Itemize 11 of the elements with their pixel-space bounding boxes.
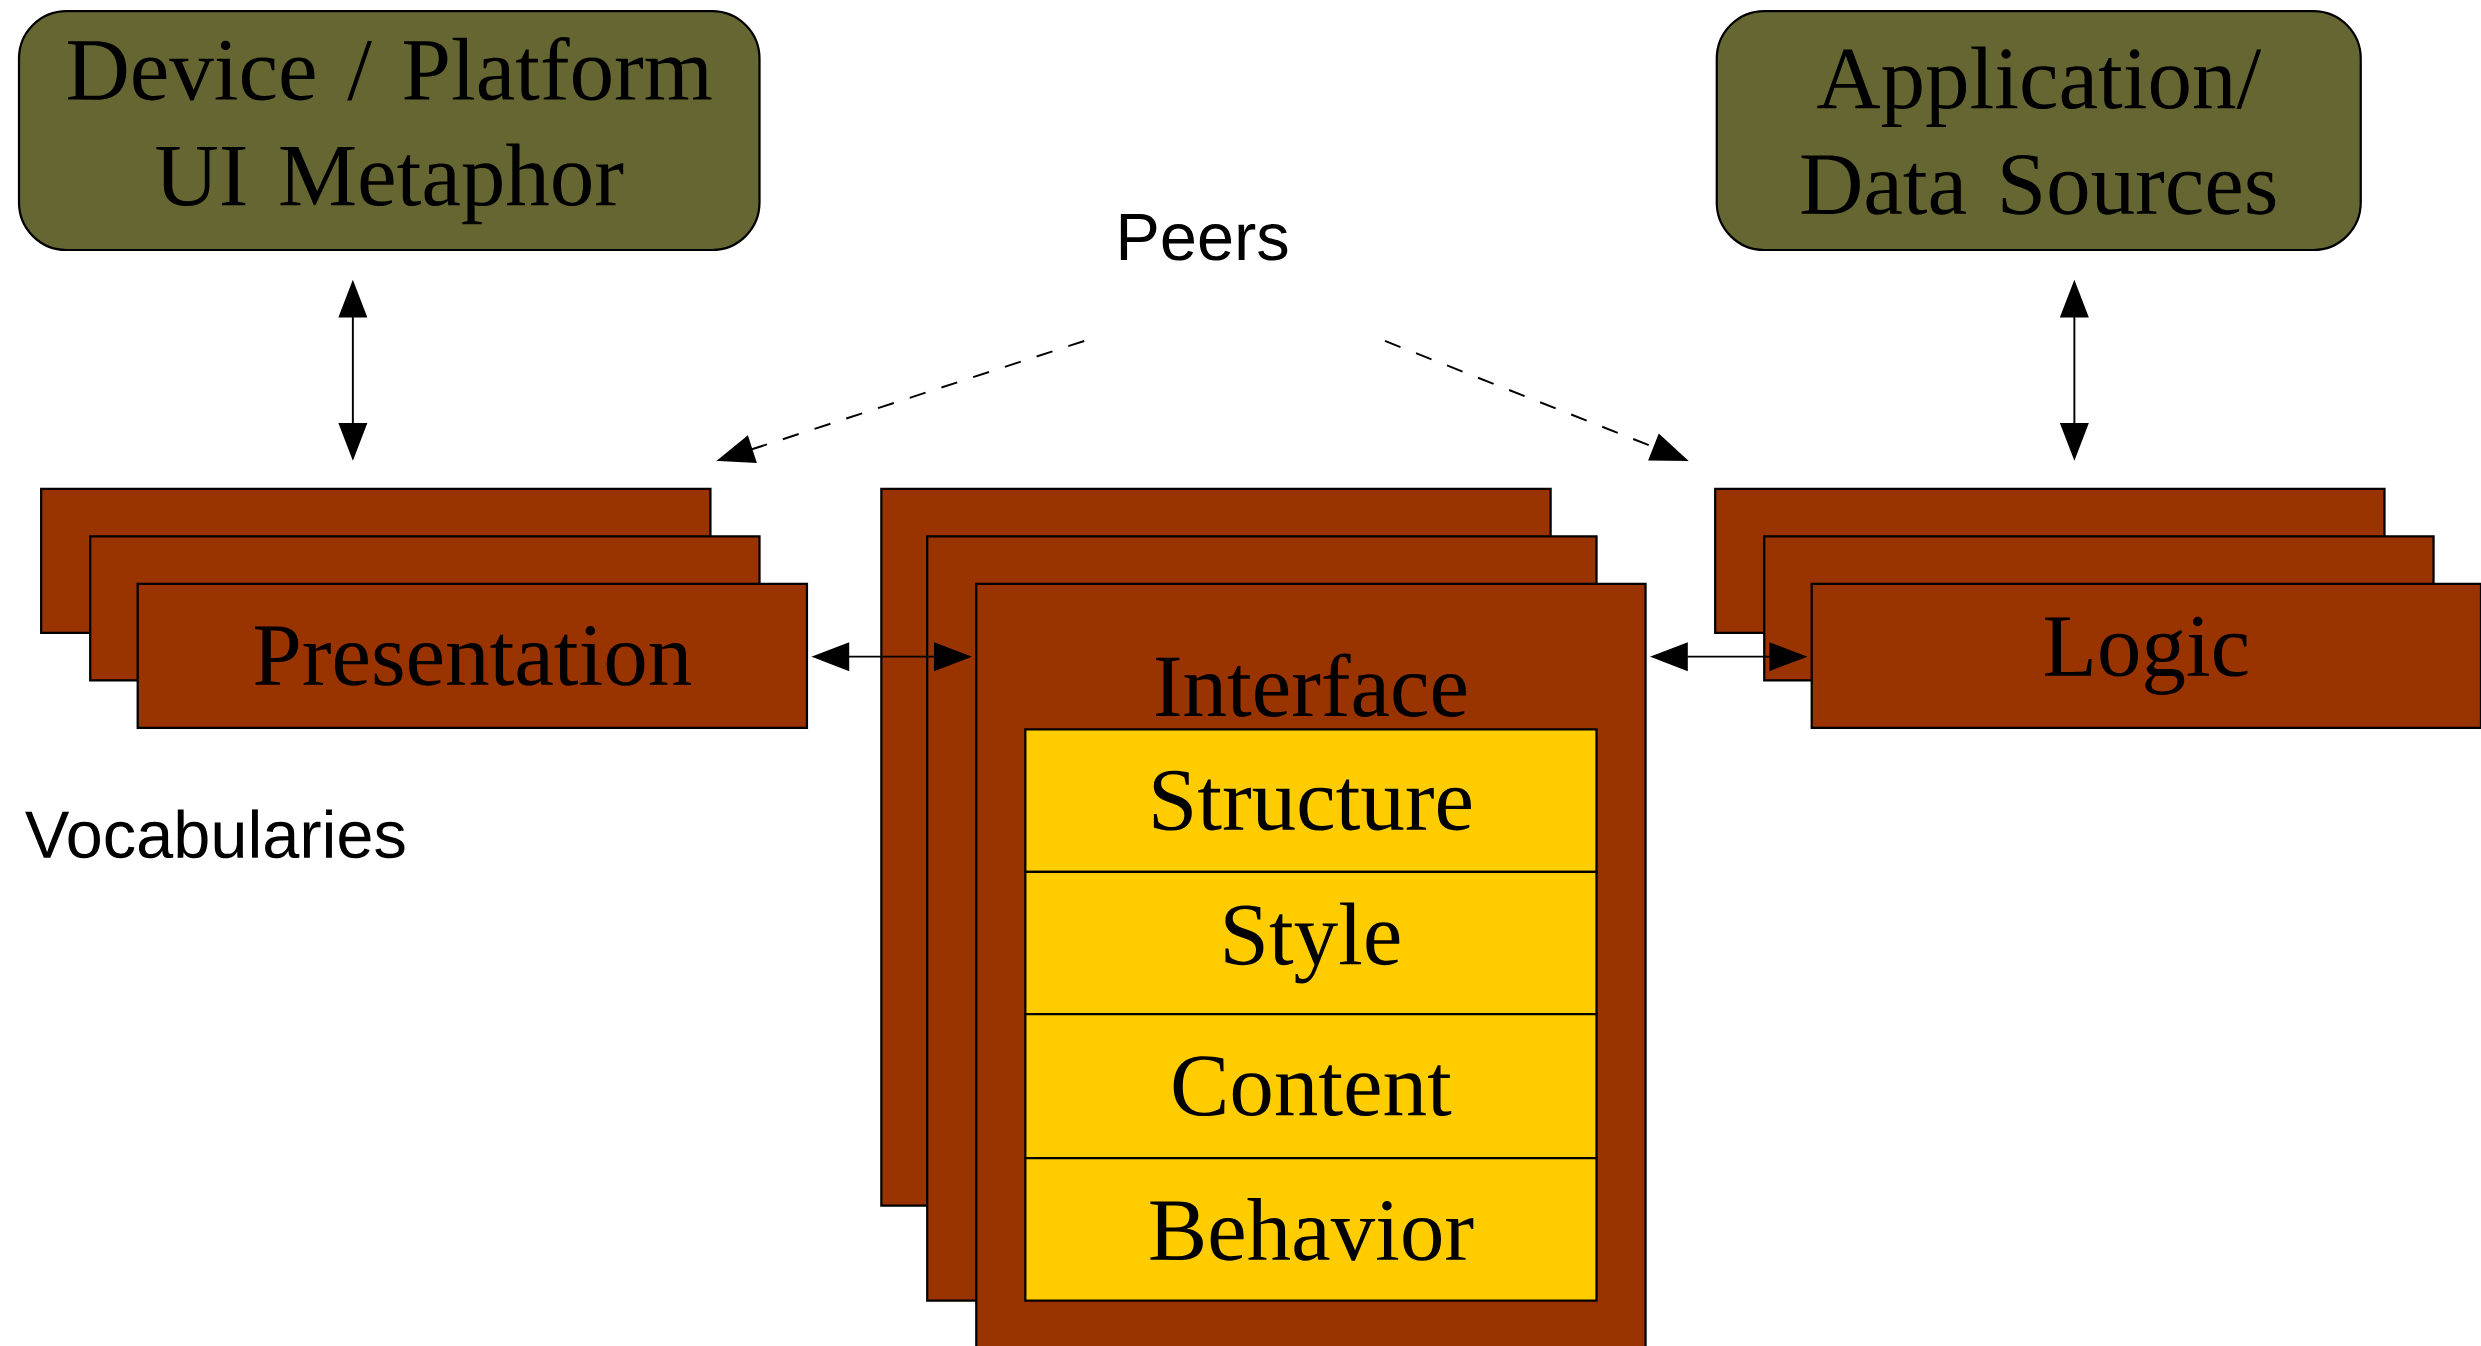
layer-row: Content <box>1024 1012 1598 1160</box>
rounded-box: Application/ Data Sources <box>1715 9 2362 251</box>
node-label: Presentation <box>254 625 691 686</box>
stacked-boxes: Presentation <box>40 487 809 729</box>
text-label: Vocabularies <box>25 809 405 859</box>
layer-row: Style <box>1024 870 1598 1016</box>
stacked-boxes: Logic <box>1714 487 2481 729</box>
layer-row: Behavior <box>1024 1156 1598 1302</box>
text-label: Peers <box>1120 213 1288 261</box>
rounded-box: Device / Platform UI Metaphor <box>17 9 761 251</box>
layer-row: Structure <box>1024 728 1598 873</box>
